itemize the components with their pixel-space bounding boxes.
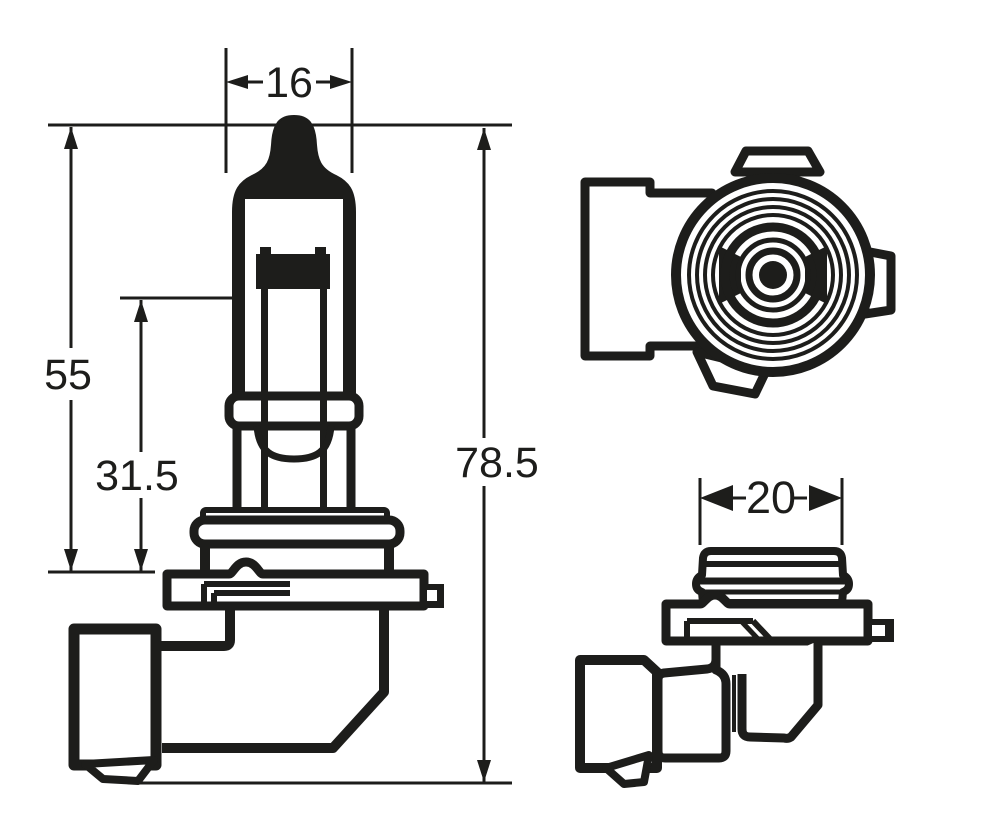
flange-step-detail xyxy=(201,581,290,603)
connector-mid-block xyxy=(653,636,731,763)
flange-right-lug-slot xyxy=(427,590,437,601)
base-block-walls xyxy=(200,544,394,573)
filament-shield xyxy=(256,254,330,289)
front-dimension-lines xyxy=(48,48,512,785)
inner-ring-thin xyxy=(735,237,811,313)
glass-interior xyxy=(245,199,343,397)
arrow-up-icon xyxy=(134,300,148,322)
neck-walls xyxy=(232,426,356,512)
front-view: 16 55 31.5 78.5 xyxy=(44,48,539,785)
side-dimension-lines xyxy=(698,478,844,545)
connector-neck-left xyxy=(156,606,235,651)
socket-groove-ring xyxy=(703,205,843,345)
filament-shield-nub xyxy=(260,247,271,257)
filament-shield-nub xyxy=(315,247,326,257)
plug-housing xyxy=(68,623,162,771)
arrow-down-icon xyxy=(64,549,78,571)
plug-bottom-tab-side xyxy=(602,751,653,788)
front-bulb-drawing xyxy=(68,115,444,785)
bayonet-tab-top xyxy=(730,146,825,177)
inner-ring-thick xyxy=(720,222,826,328)
arrow-up-icon xyxy=(64,127,78,149)
connector-body-side xyxy=(737,641,823,743)
pinch-collar xyxy=(224,391,364,431)
bulb-width-dimension-label: 16 xyxy=(265,59,313,107)
socket-groove-ring xyxy=(687,189,859,361)
arrow-right-icon xyxy=(330,75,352,89)
arrow-left-icon xyxy=(226,75,248,89)
front-dimension-arrows xyxy=(64,75,491,782)
arrow-left-icon xyxy=(700,485,733,511)
glass-bottom-arc xyxy=(253,425,335,463)
plug-bottom-tab xyxy=(81,756,158,785)
flange-step-detail-side xyxy=(740,620,761,642)
flange-step-detail-side xyxy=(684,618,774,643)
cap-diameter-dimension-label: 20 xyxy=(746,472,796,523)
socket-groove-ring xyxy=(695,197,851,353)
center-contact-dot xyxy=(759,261,787,289)
arrow-up-icon xyxy=(477,128,491,150)
center-ring xyxy=(745,247,801,303)
overall-length-dimension-label: 78.5 xyxy=(455,439,539,487)
socket-groove-ring xyxy=(711,213,835,337)
filament-height-dimension-label: 31.5 xyxy=(95,452,179,500)
flange-right-lug-slot-side xyxy=(872,625,885,636)
arrow-down-icon xyxy=(477,760,491,782)
side-view: 20 xyxy=(575,472,894,788)
glass-length-dimension-label: 55 xyxy=(44,351,92,399)
connector-body-outline xyxy=(162,606,389,753)
mounting-flange-side xyxy=(661,590,873,646)
arrow-right-icon xyxy=(809,485,842,511)
top-view xyxy=(580,146,896,399)
arrow-down-icon xyxy=(134,549,148,571)
plug-housing-side xyxy=(575,655,662,773)
base-ring xyxy=(189,515,405,549)
